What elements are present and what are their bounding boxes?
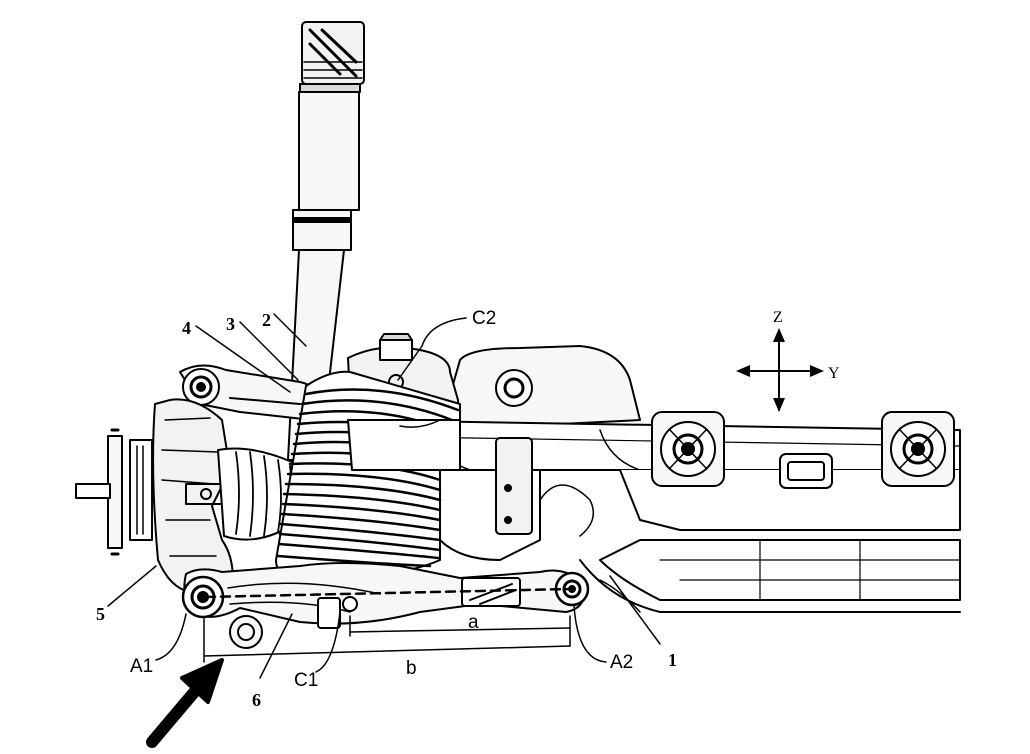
label-3: 3 [226,314,235,334]
label-axis-y: Y [828,365,840,382]
lower-control-arm [183,562,586,629]
spring-crossmember [347,419,461,471]
upper-control-arm [179,364,319,421]
frame-bushing-left [651,411,725,487]
dimension-a [349,615,571,647]
label-c2: C2 [472,308,496,329]
label-dim-b: b [406,658,417,679]
label-a1: A1 [130,656,153,677]
arrow-icon [146,658,224,748]
ball-joint-a1 [181,575,225,619]
dimension-b [203,617,571,663]
label-2: 2 [262,310,271,330]
label-c1: C1 [294,670,318,691]
dashed-axis-line [204,587,572,599]
crossmember-edge [399,419,441,428]
lower-nut [229,615,263,649]
label-dim-a: a [468,612,479,633]
label-axis-z: Z [773,309,783,326]
axis-cross-icon [739,331,821,411]
bushing-a2 [554,571,590,607]
label-4: 4 [182,318,191,338]
axis-arrowheads [736,328,824,412]
label-5: 5 [96,604,105,624]
frame-bushing-right [881,411,955,487]
label-6: 6 [252,690,261,710]
label-1: 1 [668,650,677,670]
steering-knuckle [75,398,234,593]
frame-slot-inner [787,461,825,481]
leader-lines [107,313,661,679]
label-a2: A2 [610,652,633,673]
